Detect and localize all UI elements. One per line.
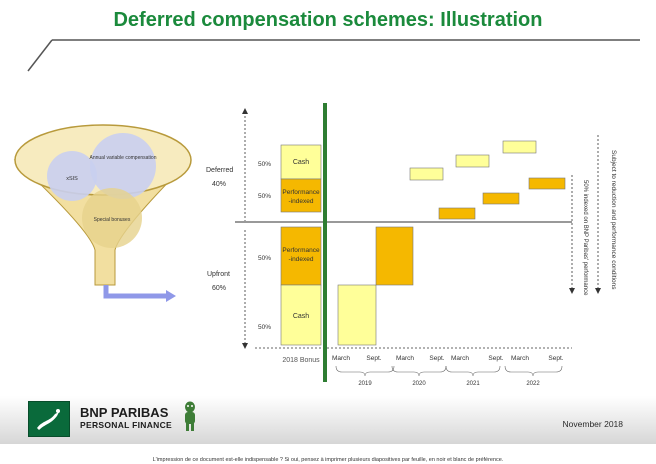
segment-pct: 50%	[258, 161, 271, 168]
month-label: Sept.	[366, 355, 381, 362]
circle-label-xsis: xSIS	[66, 176, 78, 182]
tranche-2021-performance	[482, 192, 520, 205]
circle-special-bonuses	[82, 188, 142, 248]
funnel-illustration: xSIS Annual variable compensation Specia…	[13, 124, 192, 302]
circle-label-annual-line: Annual variable compensation	[90, 155, 157, 161]
year-label: 2020	[412, 381, 426, 387]
brand-tagline: PERSONAL FINANCE	[80, 420, 173, 430]
month-label: March	[396, 355, 414, 362]
segment-label-performance: Performance-indexed	[282, 189, 320, 205]
bnp-paribas-logo	[28, 401, 70, 437]
indexed-arrow-head	[569, 288, 575, 294]
reduction-annotation: Subject to reduction and performance con…	[610, 150, 617, 290]
deferred-cash-segment	[280, 144, 322, 180]
funnel-output-arrow	[103, 285, 166, 299]
month-label: March	[451, 355, 469, 362]
compensation-diagram: xSIS Annual variable compensation Specia…	[13, 39, 640, 387]
year-label: 2021	[466, 381, 480, 387]
circle-label-special-bonuses: Special bonuses	[94, 217, 131, 223]
mascot-icon	[180, 400, 200, 437]
tranche-2020-cash	[409, 167, 444, 181]
month-label: Sept.	[548, 355, 563, 362]
funnel-arrow-head	[166, 290, 176, 302]
tranche-2020-performance	[438, 207, 476, 220]
footer-bar: BNP PARIBAS PERSONAL FINANCE November 20…	[0, 396, 656, 444]
circle-xsis	[47, 151, 97, 201]
bonus-year-label: 2018 Bonus	[282, 357, 320, 364]
upfront-cash-payment	[337, 284, 377, 346]
segment-label-cash: Cash	[293, 159, 309, 166]
upfront-cash-segment	[280, 284, 322, 346]
upfront-pct: 60%	[212, 285, 226, 292]
segment-pct: 50%	[258, 255, 271, 262]
segment-label-cash: Cash	[293, 313, 309, 320]
reduction-arrow-head	[595, 288, 601, 294]
upfront-performance-segment	[280, 226, 322, 286]
year-label: 2019	[358, 381, 372, 387]
segment-label-performance: Performance-indexed	[282, 247, 320, 263]
brand-name: BNP PARIBAS	[80, 405, 169, 420]
circle-annual-variable	[90, 133, 156, 199]
tranche-2021-cash	[455, 154, 490, 168]
upfront-performance-payment	[375, 226, 414, 286]
month-label: Sept.	[429, 355, 444, 362]
deferred-performance-segment	[280, 178, 322, 213]
indexed-annotation: 50% indexed on BNP Paribas' performance	[582, 180, 588, 296]
month-label: Sept.	[488, 355, 503, 362]
upfront-label: Upfront	[207, 271, 230, 278]
segment-pct: 50%	[258, 324, 271, 331]
segment-pct: 50%	[258, 193, 271, 200]
slide-title: Deferred compensation schemes: Illustrat…	[113, 9, 543, 31]
slide-date: November 2018	[562, 419, 623, 429]
header-rule	[27, 39, 53, 72]
month-label: March	[511, 355, 529, 362]
month-label: March	[332, 355, 350, 362]
deferred-arrow-head-top	[242, 108, 248, 114]
circle-label-annual-variable: Annual variable compensation	[90, 155, 157, 161]
print-disclaimer: L'impression de ce document est-elle ind…	[152, 457, 504, 463]
tranche-2022-cash	[502, 140, 537, 154]
year-brackets	[335, 365, 563, 377]
tranche-2022-performance	[528, 177, 566, 190]
upfront-arrow-head-bottom	[242, 343, 248, 349]
deferred-pct: 40%	[212, 181, 226, 188]
year-label: 2022	[526, 381, 540, 387]
deferred-label: Deferred	[206, 167, 233, 174]
